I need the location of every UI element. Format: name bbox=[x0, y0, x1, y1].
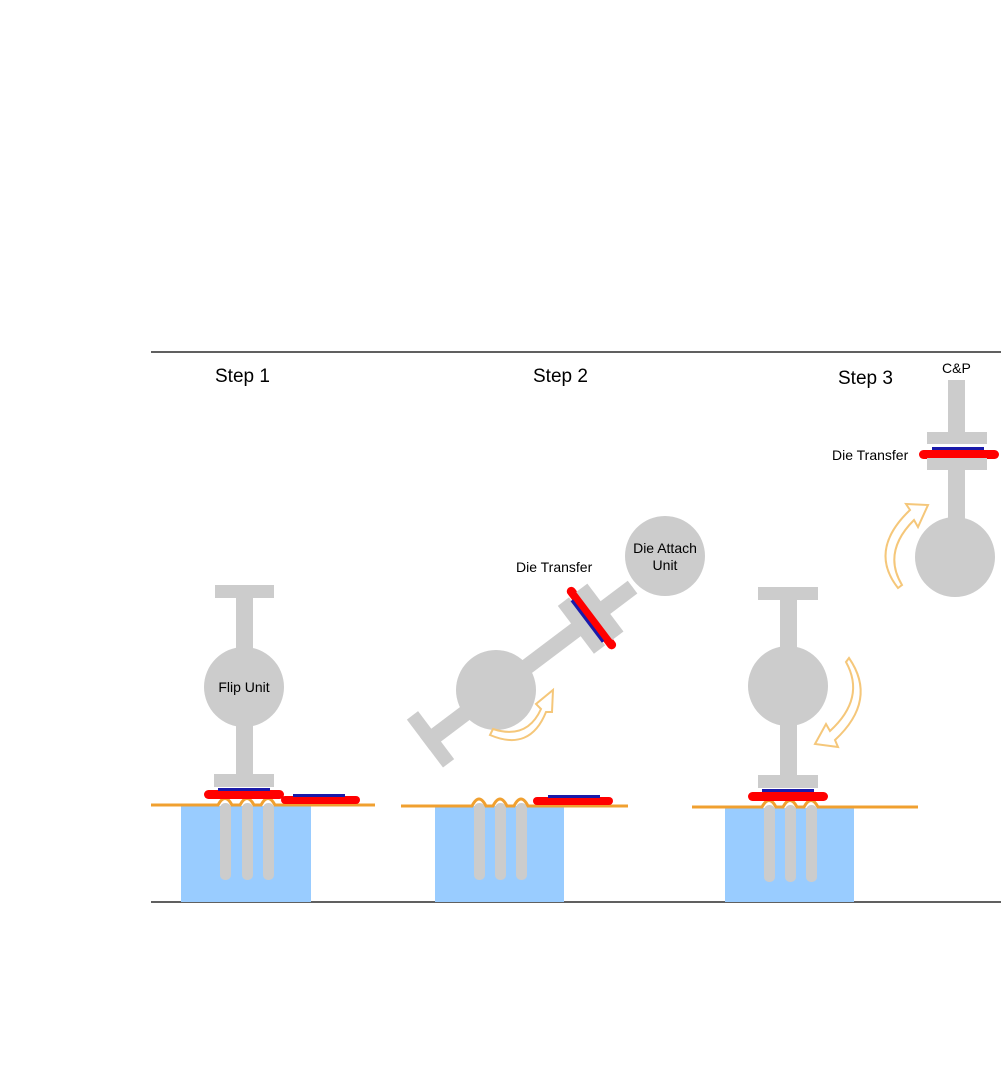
ejector-pin bbox=[495, 803, 506, 880]
ejector-pin bbox=[263, 803, 274, 880]
flip-unit-hub bbox=[456, 650, 536, 730]
ejector-pin bbox=[764, 805, 775, 882]
die-neighbour bbox=[281, 796, 360, 804]
flip-unit-label: Flip Unit bbox=[218, 679, 269, 695]
ejector-pin bbox=[785, 805, 796, 882]
step-3: Step 3 C&P Die Transfer bbox=[692, 360, 999, 902]
ejector-pin bbox=[806, 805, 817, 882]
die-attach-unit-hub bbox=[915, 517, 995, 597]
flip-unit-rotated bbox=[402, 557, 655, 774]
step-2-title: Step 2 bbox=[533, 366, 588, 387]
die-remaining-top bbox=[548, 795, 600, 798]
flip-unit-hub bbox=[748, 646, 828, 726]
die-picked bbox=[204, 790, 284, 799]
die-transfer-label: Die Transfer bbox=[516, 559, 593, 575]
step-2: Step 2 Die Attach Unit Die Transfer bbox=[401, 366, 705, 902]
tool-bottom-bar bbox=[214, 774, 274, 787]
die-picked bbox=[748, 792, 828, 801]
die-transfer-label: Die Transfer bbox=[832, 447, 909, 463]
ejector-pin bbox=[474, 803, 485, 880]
ejector-pin bbox=[220, 803, 231, 880]
die-transfer bbox=[919, 450, 999, 459]
die-picked-top bbox=[218, 788, 270, 791]
tool-bottom-bar bbox=[758, 775, 818, 788]
step-1: Step 1 Flip Unit bbox=[151, 366, 375, 902]
cp-head-bar bbox=[927, 432, 987, 444]
ejector-pin bbox=[516, 803, 527, 880]
step-3-title: Step 3 bbox=[838, 368, 893, 389]
die-attach-unit-label-line1: Die Attach bbox=[633, 540, 697, 556]
die-attach-unit-label-line2: Unit bbox=[653, 557, 678, 573]
die-neighbour-top bbox=[293, 794, 345, 797]
die-attach-unit-hub bbox=[625, 516, 705, 596]
die-remaining bbox=[533, 797, 613, 805]
die-picked-top bbox=[762, 789, 814, 792]
step-1-title: Step 1 bbox=[215, 366, 270, 387]
ejector-pin bbox=[242, 803, 253, 880]
carrier-tape bbox=[692, 801, 918, 808]
cp-stem bbox=[948, 380, 965, 440]
cp-label: C&P bbox=[942, 360, 971, 376]
die-transfer-top bbox=[932, 447, 984, 450]
